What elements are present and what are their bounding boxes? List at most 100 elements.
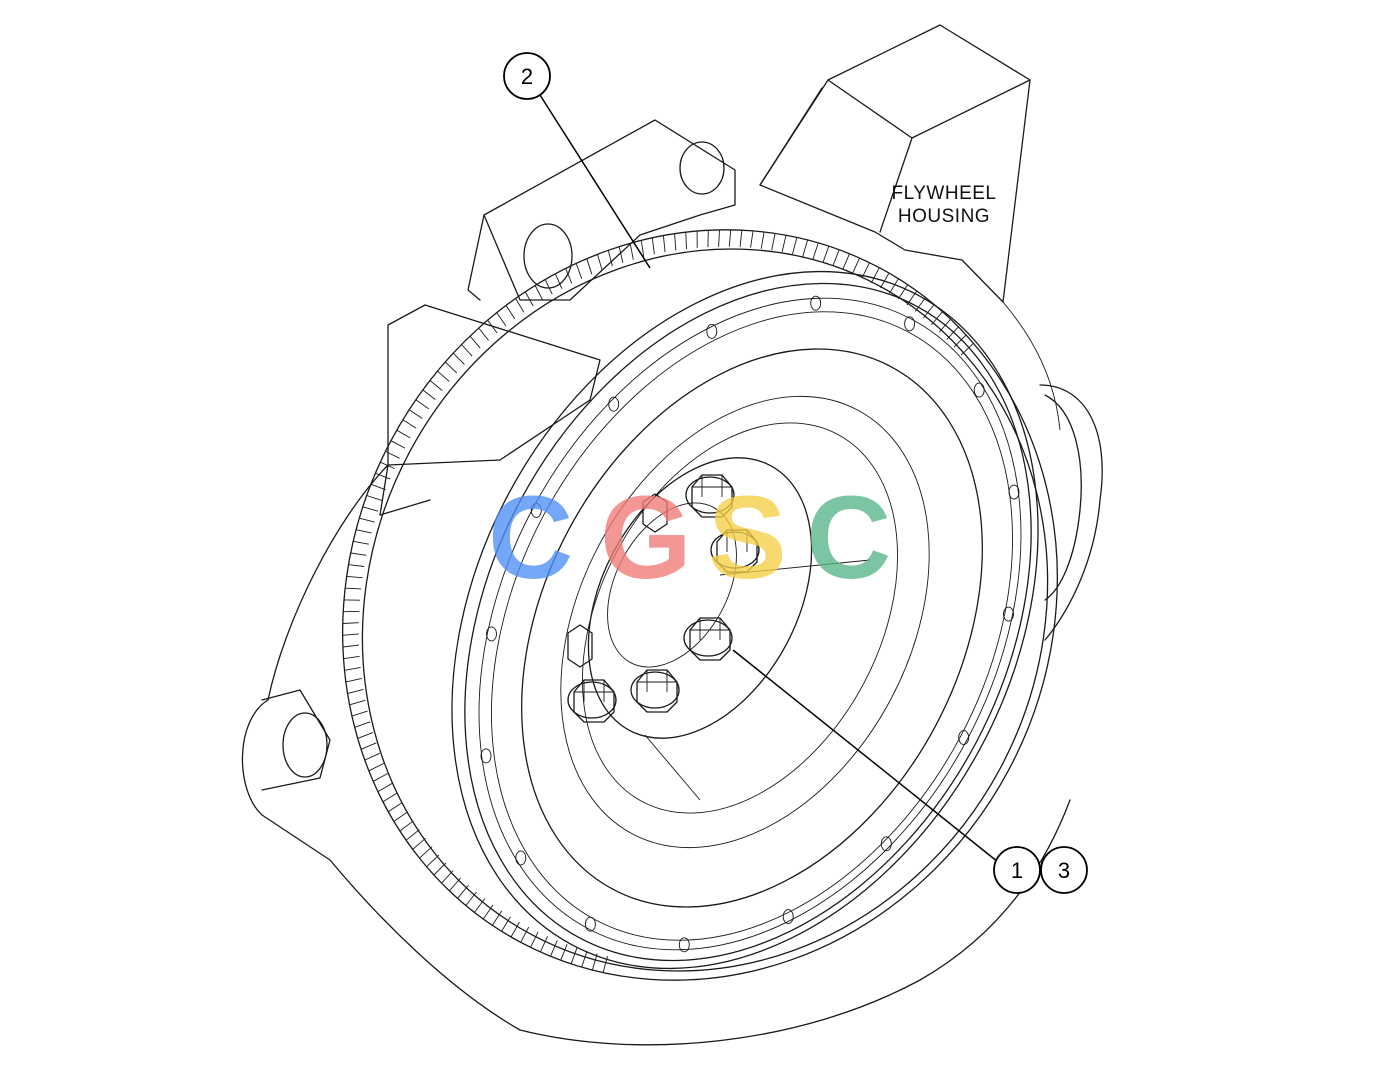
gear-tooth: [560, 944, 568, 961]
gear-tooth: [351, 710, 368, 717]
rim-bolt-hole: [1003, 606, 1014, 622]
gear-tooth: [461, 344, 473, 357]
gear-tooth: [889, 278, 899, 294]
gear-tooth: [350, 552, 367, 556]
gear-tooth: [897, 284, 908, 300]
gear-tooth: [771, 233, 776, 251]
gear-tooth: [812, 242, 819, 260]
gear-tooth: [597, 254, 603, 271]
gear-tooth: [452, 352, 465, 365]
gear-tooth: [581, 950, 588, 968]
watermark-letter: C: [488, 472, 573, 604]
gear-tooth: [960, 342, 974, 356]
gear-tooth: [685, 232, 687, 250]
gear-tooth: [388, 802, 403, 813]
gear-tooth: [674, 233, 677, 251]
callout-3[interactable]: 3: [1040, 846, 1088, 894]
rim-bolt-hole: [880, 836, 892, 852]
rim-bolt-hole: [584, 916, 596, 932]
rim-bolt-hole: [782, 909, 794, 925]
gear-tooth: [760, 231, 765, 249]
watermark-letter: S: [708, 472, 787, 604]
gear-tooth: [354, 721, 371, 728]
gear-tooth: [457, 884, 469, 899]
gear-tooth: [402, 419, 417, 429]
gear-tooth: [851, 257, 861, 274]
gear-tooth: [396, 429, 411, 439]
gear-tooth: [385, 450, 400, 459]
gear-tooth: [515, 298, 525, 313]
flywheel-housing-label: FLYWHEEL HOUSING: [891, 183, 996, 227]
hex-bolt: [683, 617, 733, 661]
gear-tooth: [370, 483, 386, 491]
housing-label-line2: HOUSING: [898, 206, 990, 227]
gear-tooth: [362, 506, 379, 512]
gear-tooth: [539, 936, 549, 953]
gear-tooth: [415, 399, 429, 410]
rim-bolt-hole: [973, 382, 985, 398]
gear-tooth: [437, 370, 450, 382]
gear-tooth: [347, 688, 364, 694]
gear-tooth: [353, 540, 369, 545]
gear-tooth: [496, 312, 507, 327]
gear-tooth: [662, 235, 666, 253]
gear-tooth: [364, 752, 381, 761]
gear-tooth: [357, 731, 374, 739]
callout-2-number: 2: [521, 64, 533, 89]
gear-tooth: [349, 699, 366, 706]
gear-tooth: [390, 440, 406, 449]
rim-bolt-hole: [486, 626, 497, 642]
gear-tooth: [444, 361, 458, 374]
gear-tooth: [607, 250, 613, 267]
gear-tooth: [399, 820, 414, 832]
gear-tooth: [419, 846, 433, 859]
gear-tooth: [342, 622, 359, 624]
rim-bolt-hole: [515, 850, 527, 866]
hex-bolt: [642, 493, 668, 533]
callout-1[interactable]: 1: [993, 846, 1041, 894]
gear-tooth: [570, 947, 578, 964]
gear-tooth: [870, 267, 880, 284]
gear-tooth: [356, 529, 372, 534]
hex-bolt: [710, 529, 760, 573]
gear-tooth: [344, 666, 361, 671]
flywheel-face: [451, 270, 1039, 970]
rim-bolt-hole: [904, 316, 916, 332]
gear-tooth: [750, 230, 754, 248]
gear-tooth: [441, 870, 454, 884]
gear-tooth: [345, 677, 362, 683]
ring-gear: [342, 229, 1058, 981]
gear-tooth: [429, 380, 443, 391]
watermark: C G S C: [488, 472, 891, 604]
gear-tooth: [487, 319, 498, 334]
gear-tooth: [946, 326, 959, 340]
gear-tooth: [530, 931, 539, 948]
gear-tooth: [433, 862, 447, 876]
gear-tooth: [382, 792, 398, 803]
watermark-letter: G: [600, 472, 692, 604]
gear-tooth: [914, 297, 926, 312]
gear-tooth: [565, 268, 573, 284]
gear-tooth: [739, 230, 743, 248]
hex-bolt: [685, 474, 735, 518]
gear-tooth: [478, 327, 489, 341]
gear-tooth: [377, 782, 393, 792]
rim-bolt-hole: [608, 396, 620, 412]
gear-tooth: [618, 246, 624, 263]
rim-bolt-hole: [706, 323, 718, 339]
hex-bolt: [567, 624, 593, 668]
gear-tooth: [412, 837, 426, 850]
gear-tooth: [360, 742, 377, 750]
gear-tooth: [505, 305, 516, 320]
gear-tooth: [393, 811, 408, 822]
rim-bolt-hole: [480, 748, 492, 764]
gear-tooth: [368, 762, 385, 772]
callout-3-number: 3: [1058, 858, 1070, 883]
gear-tooth: [544, 279, 553, 295]
gear-tooth: [520, 926, 530, 943]
gear-tooth: [422, 389, 436, 400]
leader-line-callout-1: [732, 649, 999, 863]
gear-tooth: [465, 891, 477, 906]
callout-2[interactable]: 2: [503, 52, 551, 100]
gear-tooth: [534, 285, 544, 301]
